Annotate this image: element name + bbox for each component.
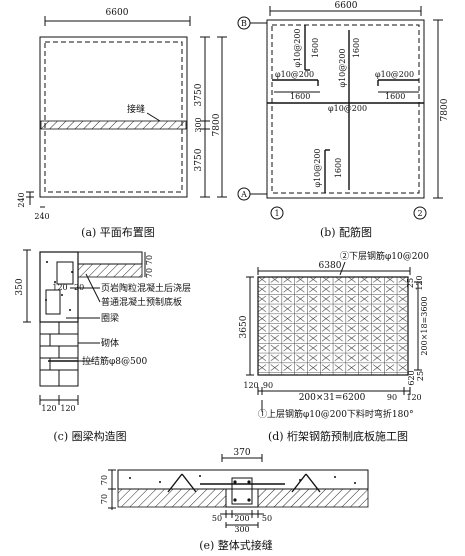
panel-b-reinforcement: 6600 B A 1 2 φ10@200 1600 φ10@200 1600 φ… [237, 1, 450, 239]
panel-b-grid-b: B [241, 19, 247, 28]
panel-e-right-slab [257, 488, 369, 508]
panel-b-rebar-top-v: φ10@200 [293, 28, 302, 67]
panel-a-inner-outline [44, 41, 183, 193]
panel-d-dim-spacing-v: 200×18=3600 [420, 296, 429, 355]
panel-d-dim-120-br: 120 [406, 393, 421, 402]
panel-a-dim-300: 300 [194, 117, 203, 132]
panel-e-dim-50-l: 50 [212, 514, 222, 523]
panel-a-dim-7800: 7800 [212, 113, 222, 136]
panel-c-label-tie-bar: 拉结筋φ8@500 [82, 355, 147, 367]
panel-c-dim-70-a: 70 [145, 255, 154, 265]
panel-d-dim-25-bottom: 25 [416, 371, 425, 381]
panel-d-dim-620: 620 [407, 370, 416, 385]
panel-c-dim-120-right: 120 [60, 404, 75, 413]
panel-c-precast-slab [77, 263, 143, 278]
panel-d-dim-6380: 6380 [319, 261, 342, 271]
panel-c-dim-120-top: 120 [52, 283, 67, 292]
panel-c-label-ring-beam: 圈梁 [101, 312, 119, 324]
panel-e-dim-300: 300 [234, 525, 249, 534]
panel-b-rebar-bottom-v: φ10@200 [313, 148, 322, 187]
panel-c-caption: (c) 圈梁构造图 [53, 429, 126, 443]
panel-e-dim-70-bottom: 70 [100, 494, 109, 504]
panel-b-dim-7800: 7800 [440, 98, 450, 121]
panel-e-left-slab [117, 488, 227, 508]
panel-d-rebar-mesh [257, 276, 409, 376]
panel-a-slab-outline [39, 36, 188, 198]
panel-b-grid-1: 1 [274, 209, 279, 218]
panel-d-caption: (d) 桁架钢筋预制底板施工图 [268, 429, 408, 443]
panel-d-dim-spacing-h: 200×31=6200 [299, 393, 366, 403]
panel-a-caption: (a) 平面布置图 [81, 226, 155, 239]
panel-c-label-masonry: 砌体 [101, 337, 119, 349]
panel-b-len-top-v: 1600 [311, 38, 320, 58]
panel-b-len-bottom-v: 1600 [334, 158, 343, 178]
panel-a-joint-strip [40, 120, 187, 130]
panel-c-ring-beam: 350 120 20 70 70 页岩陶粒混凝土后浇层 普通混凝土预制底板 [15, 249, 191, 443]
panel-c-label-cast-layer: 页岩陶粒混凝土后浇层 [101, 282, 191, 294]
panel-b-caption: (b) 配筋图 [320, 225, 372, 239]
panel-b-len-left-h: 1600 [290, 92, 310, 101]
panel-e-dim-70-top: 70 [100, 475, 109, 485]
panel-d-dim-90-l: 90 [263, 381, 273, 390]
panel-c-dim-70-b: 70 [145, 268, 154, 278]
panel-e-joint-cage [231, 477, 253, 505]
panel-d-label-top-bar: ①上层钢筋φ10@200下料时弯折180° [258, 408, 414, 420]
panel-d-label-bottom-bar: ②下层钢筋φ10@200 [340, 250, 429, 262]
panel-b-rebar-mid-h: φ10@200 [328, 104, 367, 113]
panel-e-cast-layer [117, 469, 369, 490]
panel-d-dim-120-bl: 120 [243, 381, 258, 390]
panel-a-dim-3750-bottom: 3750 [194, 148, 204, 171]
panel-d-dim-120-top: 120 [415, 275, 424, 290]
panel-b-rebar-right-h: φ10@200 [375, 70, 414, 79]
panel-b-len-center-v: 1600 [352, 38, 361, 58]
panel-c-masonry [39, 321, 79, 387]
panel-b-grid-a: A [240, 190, 247, 199]
panel-e-dim-370: 370 [233, 448, 250, 458]
panel-e-integral-joint: 370 70 70 50 200 50 300 (e) 整体式接缝 [100, 448, 369, 552]
panel-d-dim-3650: 3650 [239, 315, 249, 338]
panel-e-caption: (e) 整体式接缝 [199, 538, 273, 552]
panel-b-width-dim: 6600 [335, 1, 358, 11]
panel-d-dim-90-r: 90 [387, 393, 397, 402]
panel-b-rebar-center-v: φ10@200 [338, 48, 347, 87]
panel-d-truss-slab: ②下层钢筋φ10@200 6380 25 120 3650 200×18=360… [239, 250, 429, 443]
panel-e-dim-50-r: 50 [262, 514, 272, 523]
panel-b-grid-2: 2 [417, 209, 422, 218]
panel-a-dim-240-v: 240 [17, 192, 26, 207]
panel-a-dim-240-h: 240 [34, 212, 49, 221]
panel-c-dim-350: 350 [15, 278, 25, 295]
panel-b-inner-outline [271, 24, 420, 194]
panel-b-len-right-h: 1600 [385, 92, 405, 101]
panel-d-dim-25-top: 25 [406, 278, 415, 288]
panel-e-dim-200: 200 [234, 514, 249, 523]
panel-a-plan-layout: 6600 接缝 3750 300 3750 7800 240 240 (a) 平… [17, 8, 227, 239]
panel-a-joint-label: 接缝 [127, 103, 145, 115]
panel-c-label-precast-slab: 普通混凝土预制底板 [101, 296, 182, 308]
panel-a-dim-3750-top: 3750 [194, 83, 204, 106]
panel-a-width-dim: 6600 [106, 8, 129, 18]
panel-c-dim-120-left: 120 [41, 404, 56, 413]
panel-b-rebar-left-h: φ10@200 [275, 70, 314, 79]
panel-b-slab-outline [266, 19, 425, 199]
